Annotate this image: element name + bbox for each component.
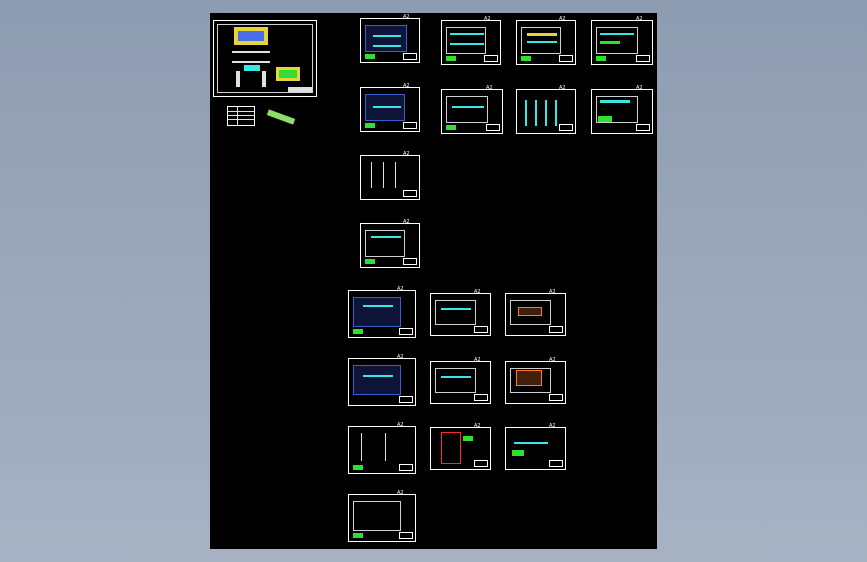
sheet-r1-1[interactable]: A2 (360, 14, 420, 63)
sheet-r2-3[interactable]: A2 (516, 85, 576, 134)
drawing-viewport[interactable]: A2 A2 A2 A2 A2 A2 A2 (210, 13, 657, 549)
sheet-tag: A2 (403, 83, 410, 89)
sheet-tag: A2 (397, 354, 404, 360)
sheet-r2-4[interactable]: A2 (591, 85, 653, 134)
sheet-tag: A2 (403, 14, 410, 20)
assembly-drawing-sheet[interactable] (213, 20, 317, 97)
sheet-tag: A2 (559, 16, 566, 22)
sheet-r8-1[interactable]: A2 (348, 490, 416, 542)
sheet-tag: A2 (486, 85, 493, 91)
part-detail-view[interactable] (266, 109, 296, 125)
sheet-r5-2[interactable]: A2 (430, 289, 491, 336)
sheet-tag: A2 (403, 151, 410, 157)
sheet-r2-2[interactable]: A2 (441, 85, 503, 134)
sheet-tag: A2 (403, 219, 410, 225)
sheet-r6-2[interactable]: A2 (430, 357, 491, 404)
sheet-r1-2[interactable]: A2 (441, 16, 501, 65)
sheet-tag: A2 (474, 423, 481, 429)
sheet-tag: A2 (549, 423, 556, 429)
sheet-tag: A2 (549, 357, 556, 363)
sheet-tag: A2 (559, 85, 566, 91)
sheet-r5-3[interactable]: A2 (505, 289, 566, 336)
sheet-tag: A2 (397, 490, 404, 496)
sheet-r4-1[interactable]: A2 (360, 219, 420, 268)
sheet-r1-4[interactable]: A2 (591, 16, 653, 65)
sheet-r5-1[interactable]: A2 (348, 286, 416, 338)
sheet-tag: A2 (474, 289, 481, 295)
sheet-tag: A2 (636, 85, 643, 91)
sheet-tag: A2 (474, 357, 481, 363)
sheet-tag: A2 (397, 422, 404, 428)
sheet-r2-1[interactable]: A2 (360, 83, 420, 132)
sheet-tag: A2 (484, 16, 491, 22)
sheet-r6-1[interactable]: A2 (348, 354, 416, 406)
sheet-r6-3[interactable]: A2 (505, 357, 566, 404)
sheet-tag: A2 (636, 16, 643, 22)
sheet-r7-1[interactable]: A2 (348, 422, 416, 474)
sheet-r1-3[interactable]: A2 (516, 16, 576, 65)
sheet-tag: A2 (397, 286, 404, 292)
parts-list-table[interactable] (227, 106, 255, 126)
sheet-tag: A2 (549, 289, 556, 295)
sheet-r3-1[interactable]: A2 (360, 151, 420, 200)
sheet-r7-3[interactable]: A2 (505, 423, 566, 470)
sheet-r7-2[interactable]: A2 (430, 423, 491, 470)
